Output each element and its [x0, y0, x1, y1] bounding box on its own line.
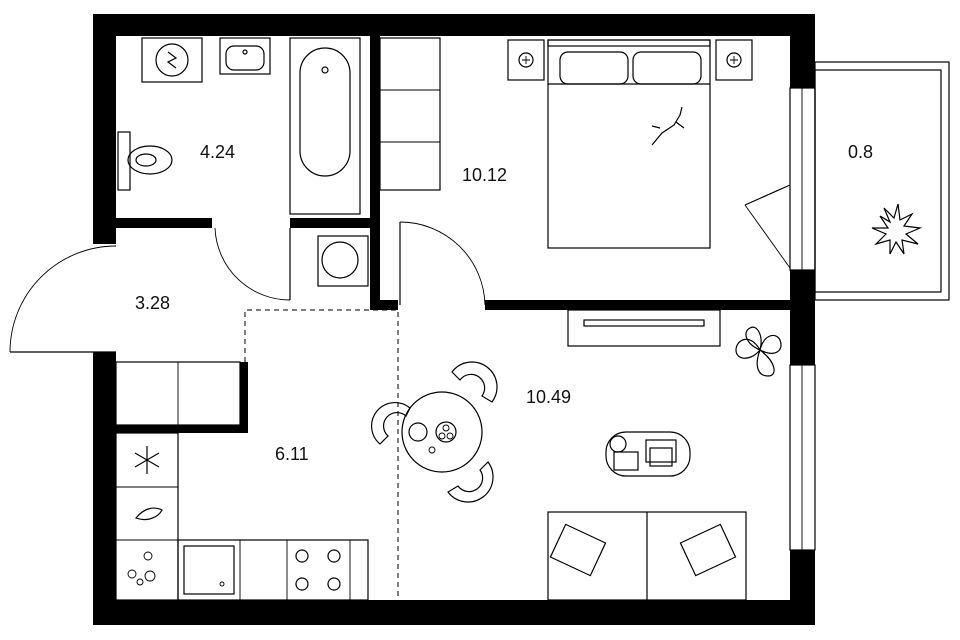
kitchen-zone-boundary	[244, 309, 399, 600]
desk-laptop	[605, 431, 691, 477]
cooktop	[295, 549, 341, 591]
window-living-room	[789, 364, 816, 551]
sink-bathroom	[219, 37, 271, 75]
sofa	[547, 511, 747, 601]
bathroom-door[interactable]	[214, 227, 291, 301]
bedroom-door[interactable]	[399, 221, 486, 306]
tv-stand	[567, 309, 721, 347]
plant-living	[735, 326, 782, 377]
dishwasher-drop-icon	[135, 507, 163, 521]
exterior-walls	[93, 14, 815, 625]
room-area-living-room: 10.49	[526, 387, 571, 407]
wardrobe	[379, 37, 441, 191]
cat-icon	[651, 106, 685, 146]
kitchen-sink	[183, 545, 235, 595]
balcony	[814, 61, 950, 301]
round-boiler	[317, 235, 369, 287]
room-area-kitchen: 6.11	[275, 444, 309, 464]
entrance-door[interactable]	[9, 245, 117, 353]
room-area-hallway: 3.28	[135, 293, 170, 313]
room-area-bathroom: 4.24	[200, 142, 235, 162]
balcony-door[interactable]	[744, 184, 791, 269]
room-area-bedroom: 10.12	[462, 165, 507, 185]
toilet	[117, 131, 173, 191]
nightstand-right	[715, 39, 753, 81]
nightstand-left	[507, 39, 545, 81]
washing-machine	[141, 37, 203, 83]
hood-icon	[127, 551, 156, 586]
bed	[547, 39, 711, 249]
plant-balcony	[871, 203, 923, 255]
window-bedroom	[789, 87, 816, 271]
hallway-cabinet	[115, 361, 241, 426]
dining-table	[370, 361, 498, 503]
kitchen-counter	[115, 432, 369, 601]
fridge-snowflake-icon	[134, 446, 160, 474]
room-area-balcony: 0.8	[848, 142, 873, 162]
interior-walls	[116, 36, 790, 433]
bathtub	[289, 37, 361, 215]
